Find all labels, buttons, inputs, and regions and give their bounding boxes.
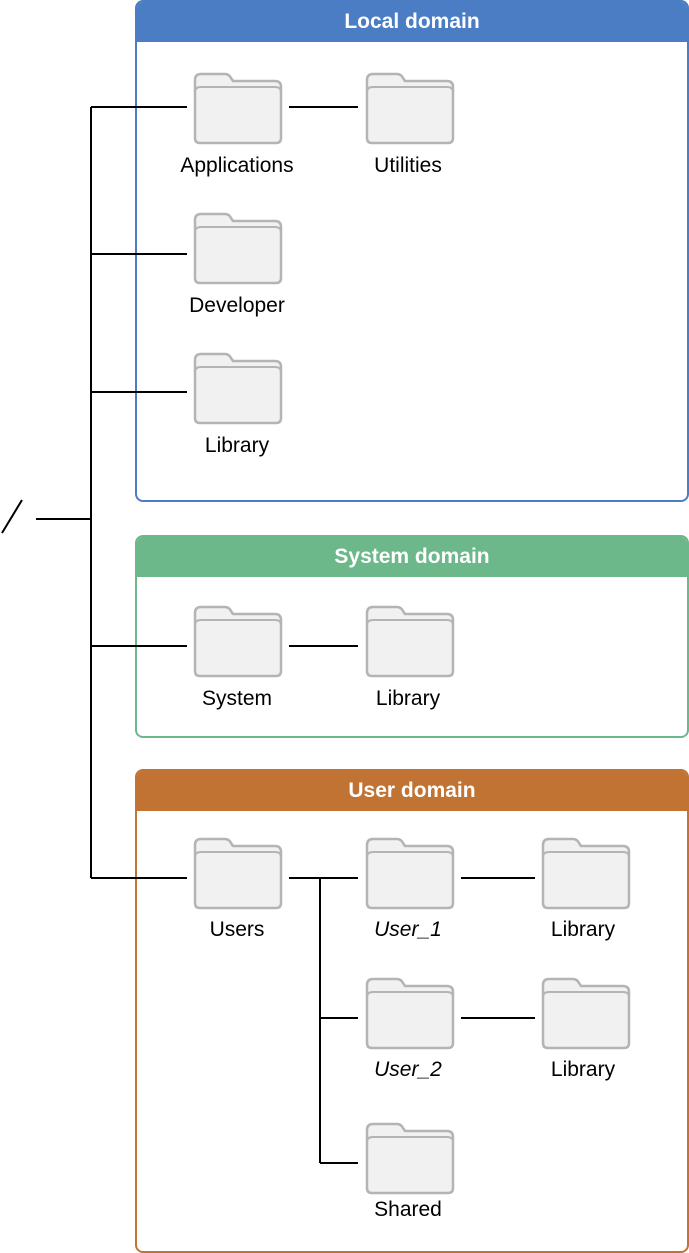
folder-label-developer: Developer: [189, 294, 285, 317]
folder-icon[interactable]: [189, 350, 285, 426]
folder-label-user-2: User_2: [374, 1058, 442, 1081]
folder-label-local-library: Library: [204, 434, 270, 457]
folder-label-user-1-library: Library: [550, 918, 616, 941]
system-domain-box: System domain: [135, 535, 689, 738]
local-domain-title: Local domain: [137, 2, 687, 42]
root-slash-glyph: [1, 499, 23, 534]
folder-label-users: Users: [209, 918, 265, 941]
system-domain-title: System domain: [137, 537, 687, 577]
folder-icon[interactable]: [361, 70, 457, 146]
folder-label-applications: Applications: [180, 154, 294, 177]
folder-label-user-2-library: Library: [550, 1058, 616, 1081]
folder-icon[interactable]: [361, 835, 457, 911]
folder-label-shared: Shared: [374, 1198, 442, 1221]
folder-icon[interactable]: [537, 835, 633, 911]
folder-icon[interactable]: [361, 975, 457, 1051]
folder-label-system-library: Library: [375, 687, 441, 710]
folder-icon[interactable]: [189, 835, 285, 911]
folder-icon[interactable]: [537, 975, 633, 1051]
folder-label-user-1: User_1: [374, 918, 442, 941]
folder-label-system: System: [201, 687, 272, 710]
folder-icon[interactable]: [189, 70, 285, 146]
folder-icon[interactable]: [189, 603, 285, 679]
folder-icon[interactable]: [361, 1120, 457, 1196]
folder-icon[interactable]: [189, 210, 285, 286]
user-domain-title: User domain: [137, 771, 687, 811]
folder-icon[interactable]: [361, 603, 457, 679]
folder-label-utilities: Utilities: [374, 154, 442, 177]
